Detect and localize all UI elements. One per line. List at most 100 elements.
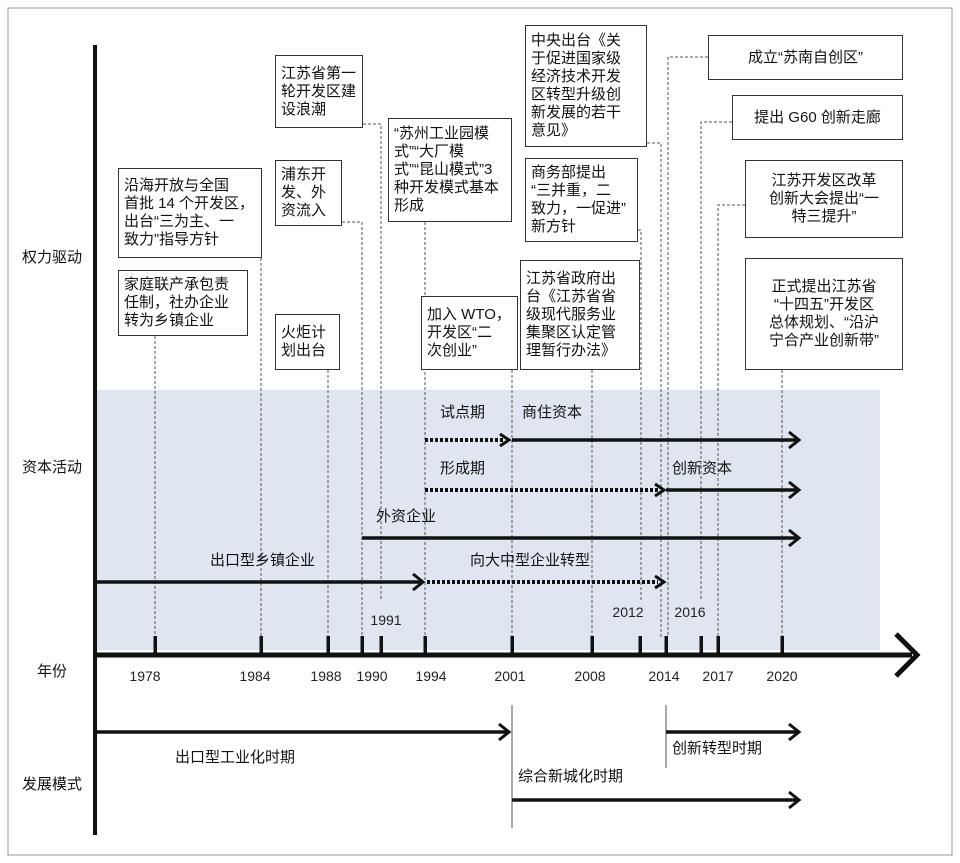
event-text-line: 江苏开发区改革 [771,172,877,189]
event-box-mofcom-policy: 商务部提出 “三并重，二 致力，一促进” 新方针 [525,158,638,242]
formation-phase-label: 形成期 [440,460,486,477]
year-label: 1984 [239,668,270,684]
event-box-coastal-opening: 沿海开放与全国 首批 14 个开发区， 出台“三为主、一 致力”指导方针 [118,168,262,258]
event-text-line: 江苏省政府出 [526,270,617,287]
event-text-line: 特三提升” [791,208,857,225]
year-label: 2001 [494,668,525,684]
year-label: 1990 [356,668,387,684]
year-label: 2020 [766,668,797,684]
event-box-torch-program: 火炬计 划出台 [275,314,340,370]
year-label: 1978 [129,668,160,684]
event-text-line: 形成 [394,197,425,214]
tick-2016 [699,636,703,655]
event-text-line: “三并重，二 [531,182,611,199]
export-industrial-label: 出口型工业化时期 [175,749,296,766]
tick-1990 [360,636,364,655]
event-text-line: 宁合产业创新带” [769,332,879,349]
event-box-fourteenth-plan: 正式提出江苏省 “十四五”开发区 总体规划、“沿沪 宁合产业创新带” [745,258,903,370]
year-label: 2008 [574,668,605,684]
event-text-line: 集聚区认定管 [526,324,617,341]
event-box-central-opinions: 中央出台《关 于促进国家级 经济技术开发 区转型升级创 新发展的若干 意见》 [525,25,647,147]
event-text-line: 首批 14 个开发区， [124,195,255,212]
event-text-line: 划出台 [281,342,327,359]
event-text-line: 意见》 [531,122,577,139]
event-text-line: 任制，社办企业 [124,294,230,311]
event-text-line: 开发区“二 [427,324,492,341]
event-text-line: 设浪潮 [281,100,327,118]
event-text-line: “十四五”开发区 [774,296,874,313]
connector-2016 [700,121,732,600]
year-axis-arrowhead [894,632,921,678]
event-box-three-models: “苏州工业园模 式”“大厂模 式”“昆山模式”3 种开发模式基本 形成 [388,118,512,222]
event-text-line: 资流入 [281,202,327,219]
event-text-line: 于促进国家级 [531,50,622,67]
capital-activity-band [97,390,880,650]
tick-2017 [716,636,720,655]
transition-label: 向大中型企业转型 [470,552,591,569]
row-label-year: 年份 [36,663,67,680]
event-text-line: 区转型升级创 [531,86,622,103]
foreign-enterprise-label: 外资企业 [376,508,437,525]
development-mode-arrows [95,705,802,828]
export-industrial-arrowhead [498,722,512,742]
marked-year-label: 2016 [674,604,705,620]
row-label-power: 权力驱动 [21,249,82,266]
commercial-capital-arrowhead [788,430,802,450]
event-text-line: 出台“三为主、一 [124,213,234,230]
marked-year-label: 2012 [612,604,643,620]
event-text-line: 总体规划、“沿沪 [769,314,879,331]
event-text-line: 发、外 [281,184,327,201]
pilot-phase-arrowhead [499,432,512,448]
row-label-capital: 资本活动 [21,459,82,476]
event-text-line: 式”“大厂模 [394,143,464,160]
event-box-g60: 提出 G60 创新走廊 [732,95,903,140]
transition-arrowhead [654,574,667,590]
event-text-line: 江苏省第一 [281,64,357,82]
event-box-pudong: 浦东开 发、外 资流入 [275,160,342,226]
connector-1991 [363,123,382,600]
tick-1984 [259,636,263,655]
event-box-service-cluster: 江苏省政府出 台《江苏省省 级现代服务业 集聚区认定管 理暂行办法》 [520,260,640,370]
innovation-capital-label: 创新资本 [672,460,733,477]
event-text-line: 次创业” [427,342,477,359]
connector-1990 [342,221,363,637]
tick-2020 [780,636,784,655]
event-box-reform-conference: 江苏开发区改革 创新大会提出“一 特三提升” [745,160,903,238]
event-box-household-contract: 家庭联产承包责 任制，社办企业 转为乡镇企业 [118,270,248,336]
event-box-jiangsu-first-wave: 江苏省第一 轮开发区建 设浪潮 [275,55,363,128]
formation-phase-arrowhead [654,482,667,498]
event-text-line: 沿海开放与全国 [124,177,230,194]
year-label: 1994 [415,668,446,684]
event-text-line: 级现代服务业 [526,306,617,323]
event-text-line: 式”“昆山模式”3 [394,161,493,178]
event-text-line: 成立“苏南自创区” [748,48,863,66]
tick-2001 [510,636,514,655]
event-text-line: 创新大会提出“一 [769,190,879,207]
event-box-wto: 加入 WTO， 开发区“二 次创业” [421,296,518,370]
event-text-line: “苏州工业园模 [394,125,489,142]
foreign-enterprise-arrowhead [788,528,802,548]
event-text-line: 火炬计 [281,324,327,341]
tick-2008 [590,636,594,655]
connector-2012 [638,229,642,600]
tick-2012 [638,636,642,655]
marked-year-label: 1991 [370,612,401,628]
event-text-line: 致力”指导方针 [124,231,219,248]
frame-border [7,7,953,856]
event-text-line: 商务部提出 [531,164,607,181]
innovation-transition-label: 创新转型时期 [672,740,763,757]
tick-1978 [153,636,157,655]
tick-2014 [664,636,668,655]
innovation-capital-arrowhead [788,480,802,500]
event-text-line: 理暂行办法》 [526,342,617,359]
event-text-line: 经济技术开发 [531,68,622,85]
year-label: 2017 [702,668,733,684]
export-township-arrowhead [412,572,426,592]
event-box-sunan-zone: 成立“苏南自创区” [708,35,903,80]
year-labels: 1978 1984 1988 1990 1994 2001 2008 2014 … [129,604,797,684]
event-text-line: 转为乡镇企业 [124,312,215,329]
event-text-line: 种开发模式基本 [394,179,500,196]
year-label: 1988 [310,668,341,684]
event-text-line: 家庭联产承包责 [124,276,230,293]
